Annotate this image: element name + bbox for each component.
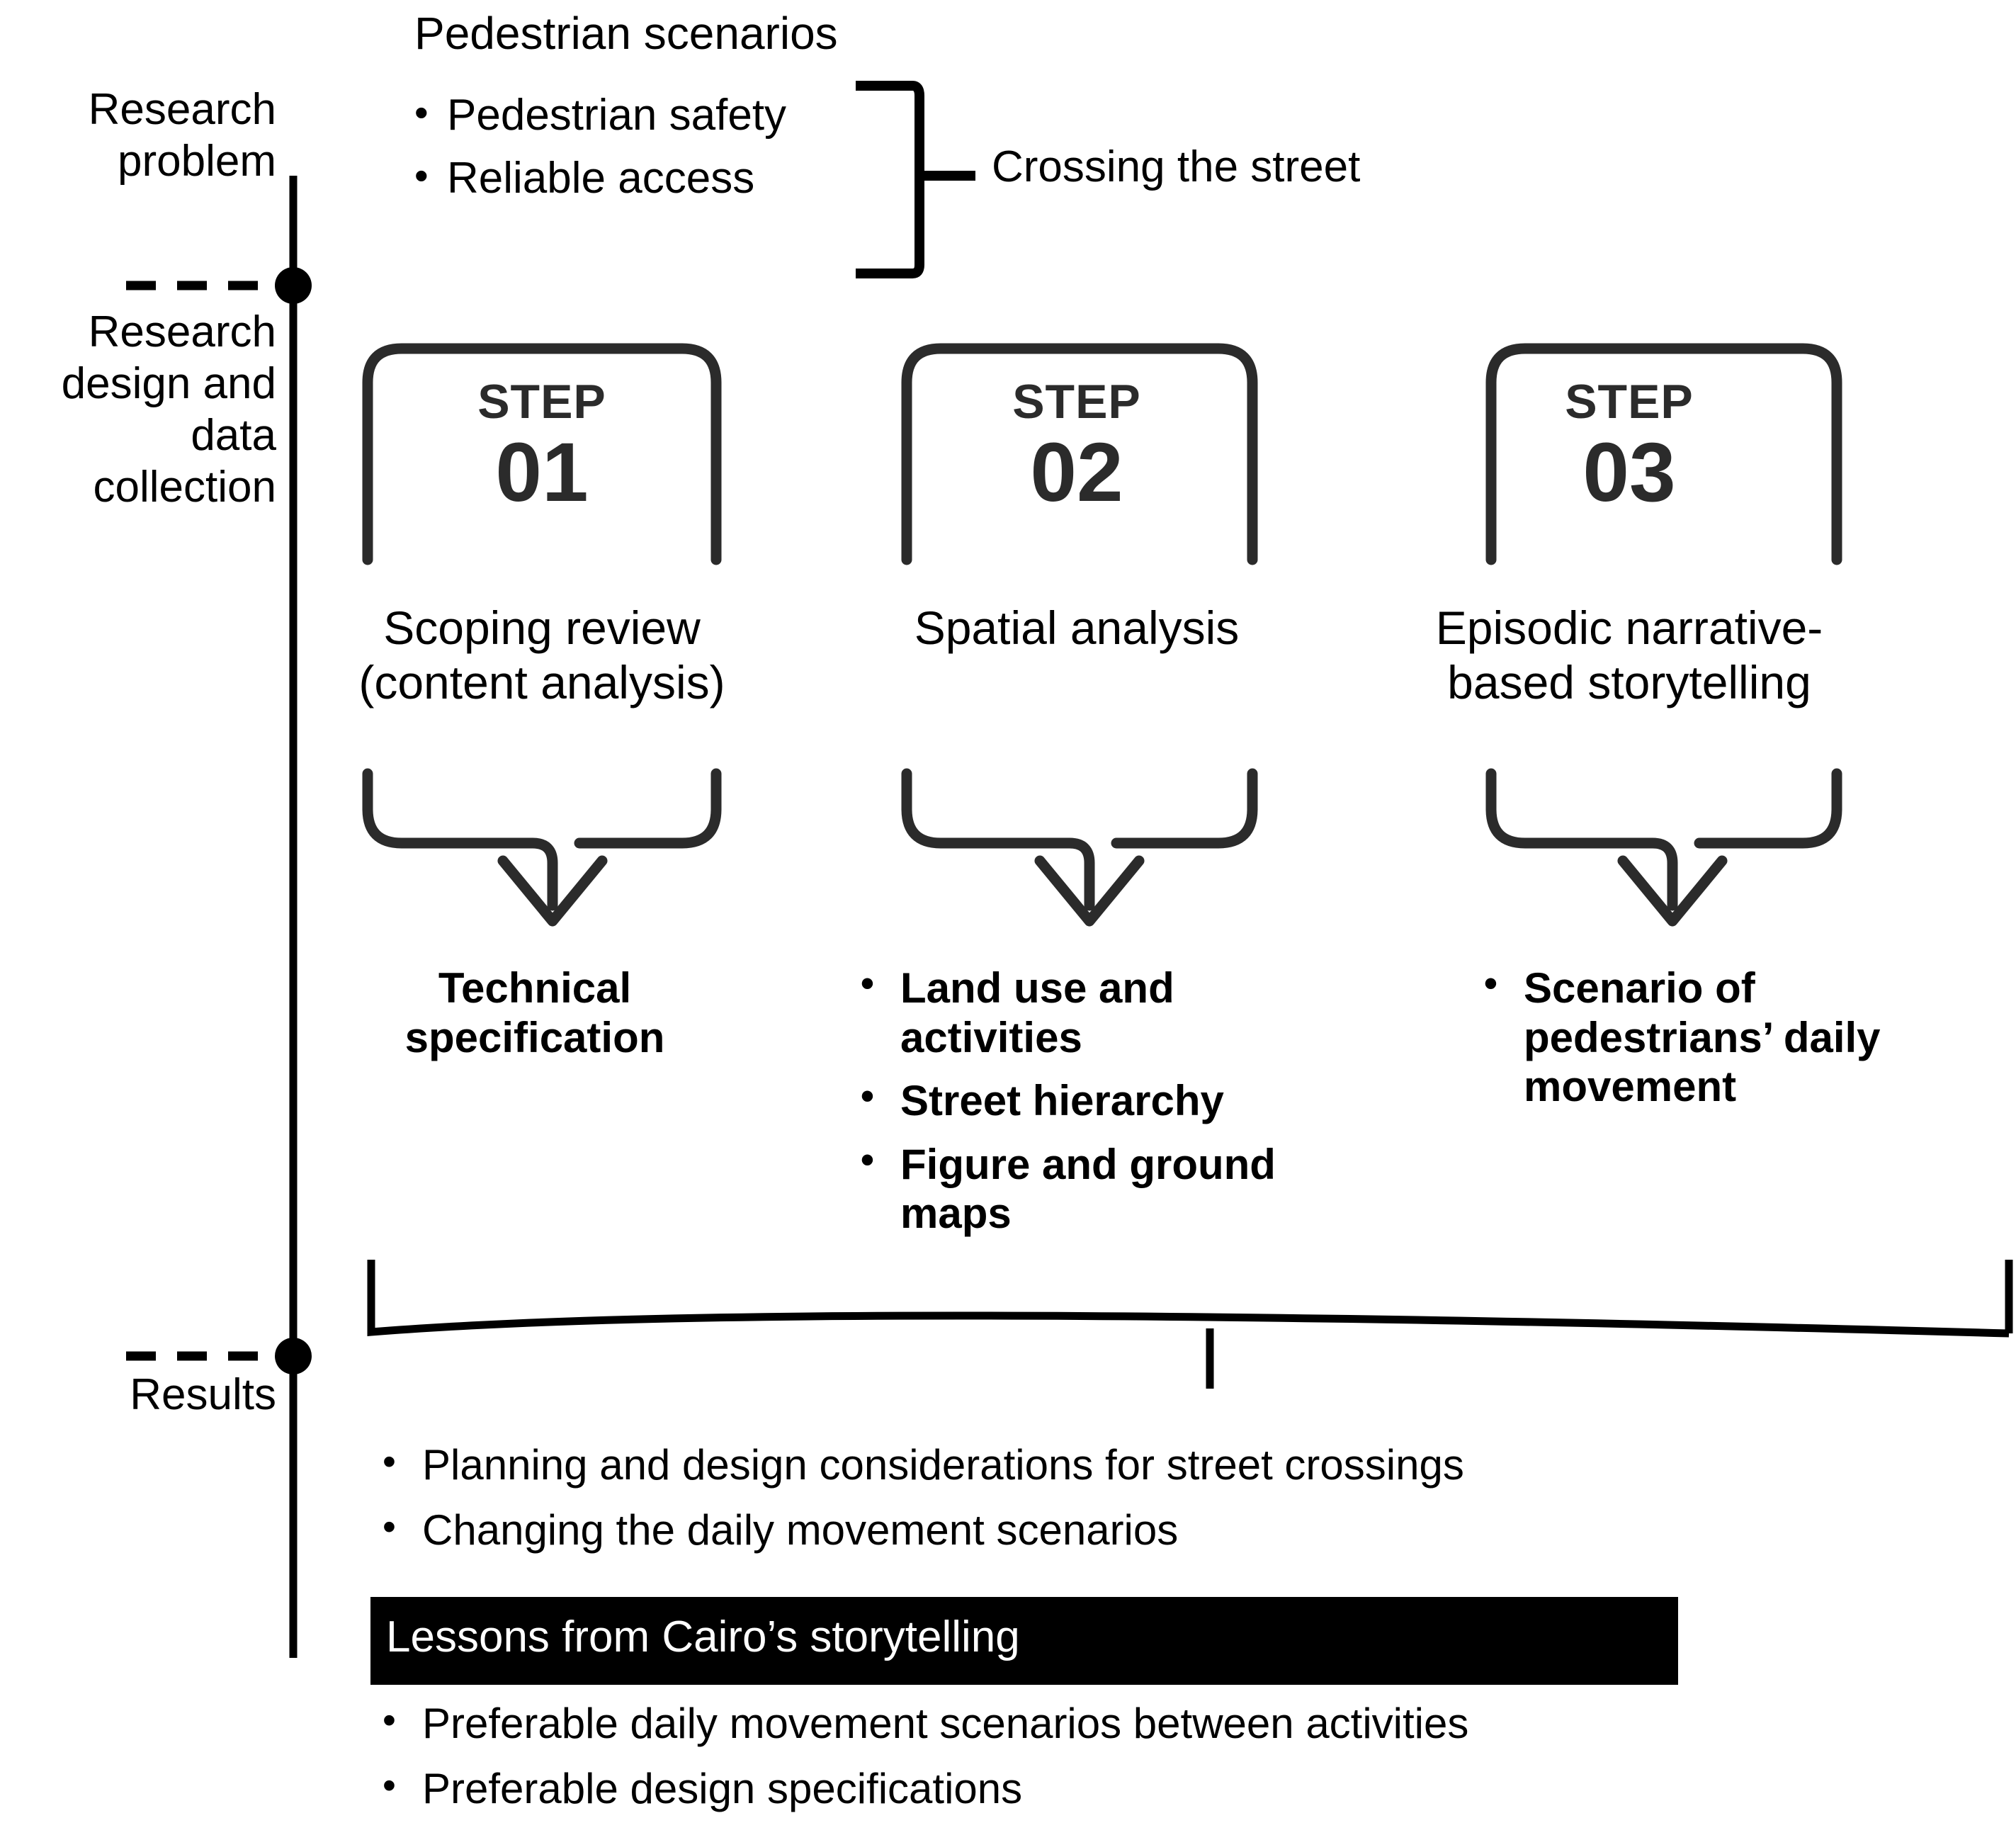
stage-label-research-problem: Research problem <box>88 85 276 186</box>
list-item-label: Changing the daily movement scenarios <box>422 1506 1179 1554</box>
bullet-icon: • <box>383 1764 396 1807</box>
step-title-03: Episodic narrative- based storytelling <box>1435 602 1823 708</box>
list-item: • Land use and activities <box>861 964 1286 1062</box>
step-number-02: 02 <box>1030 426 1123 519</box>
timeline-node-bottom <box>275 1338 312 1374</box>
list-item: • Pedestrian safety <box>414 90 868 140</box>
list-item-label: Land use and activities <box>900 964 1174 1061</box>
results-top-list: • Planning and design considerations for… <box>383 1442 1799 1572</box>
list-item-label: Planning and design considerations for s… <box>422 1441 1464 1489</box>
step-title-01: Scoping review (content analysis) <box>358 602 725 708</box>
crossing-the-street-label: Crossing the street <box>992 142 1361 191</box>
pedestrian-scenarios-brace <box>856 81 975 278</box>
stage-label-research-design: Research design and data collection <box>61 307 276 512</box>
step-output-02: • Land use and activities • Street hiera… <box>861 964 1286 1253</box>
step-number-03: 03 <box>1582 426 1676 519</box>
bullet-icon: • <box>414 90 429 135</box>
timeline-node-top <box>275 267 312 304</box>
list-item-label: Figure and ground maps <box>900 1140 1276 1238</box>
bullet-icon: • <box>414 152 429 198</box>
lessons-banner-label: Lessons from Cairo’s storytelling <box>386 1613 1020 1661</box>
list-item: • Street hierarchy <box>861 1076 1286 1126</box>
bullet-icon: • <box>1484 962 1497 1005</box>
bullet-icon: • <box>861 962 874 1005</box>
list-item: • Preferable daily movement scenarios be… <box>383 1700 1799 1747</box>
step-word-03: STEP <box>1565 375 1694 429</box>
list-item-label: Pedestrian safety <box>447 91 787 140</box>
step-card-03: STEP 03 <box>1445 347 1813 560</box>
results-gathering-brace <box>367 1260 2013 1389</box>
pedestrian-scenarios-title: Pedestrian scenarios <box>414 8 838 59</box>
step-title-02: Spatial analysis <box>914 602 1240 654</box>
list-item: • Scenario of pedestrians’ daily movemen… <box>1484 964 1937 1112</box>
bullet-icon: • <box>383 1440 396 1483</box>
step-word-02: STEP <box>1012 375 1141 429</box>
bullet-icon: • <box>861 1075 874 1118</box>
list-item-label: Street hierarchy <box>900 1077 1224 1125</box>
bullet-icon: • <box>861 1138 874 1181</box>
bullet-icon: • <box>383 1699 396 1741</box>
list-item: • Figure and ground maps <box>861 1140 1286 1238</box>
list-item-label: Preferable design specifications <box>422 1765 1023 1812</box>
pedestrian-scenarios-bullets: • Pedestrian safety • Reliable access <box>414 90 868 218</box>
step-card-02: STEP 02 <box>900 347 1254 560</box>
bullet-icon: • <box>383 1506 396 1548</box>
step-output-03: • Scenario of pedestrians’ daily movemen… <box>1484 964 1937 1126</box>
list-item-label: Preferable daily movement scenarios betw… <box>422 1700 1469 1747</box>
step-number-01: 01 <box>495 426 589 519</box>
output-text: Technical specification <box>404 964 665 1061</box>
list-item-label: Reliable access <box>447 153 755 203</box>
stage-label-results: Results <box>130 1370 276 1419</box>
step-card-01: STEP 01 <box>354 347 730 560</box>
results-bottom-list: • Preferable daily movement scenarios be… <box>383 1700 1799 1831</box>
list-item: • Changing the daily movement scenarios <box>383 1507 1799 1554</box>
step-output-01: Technical specification <box>333 964 737 1062</box>
list-item: • Reliable access <box>414 152 868 203</box>
list-item-label: Scenario of pedestrians’ daily movement <box>1524 964 1881 1111</box>
lessons-banner: Lessons from Cairo’s storytelling <box>370 1597 1678 1685</box>
list-item: • Preferable design specifications <box>383 1766 1799 1812</box>
list-item: • Planning and design considerations for… <box>383 1442 1799 1489</box>
step-word-01: STEP <box>477 375 606 429</box>
